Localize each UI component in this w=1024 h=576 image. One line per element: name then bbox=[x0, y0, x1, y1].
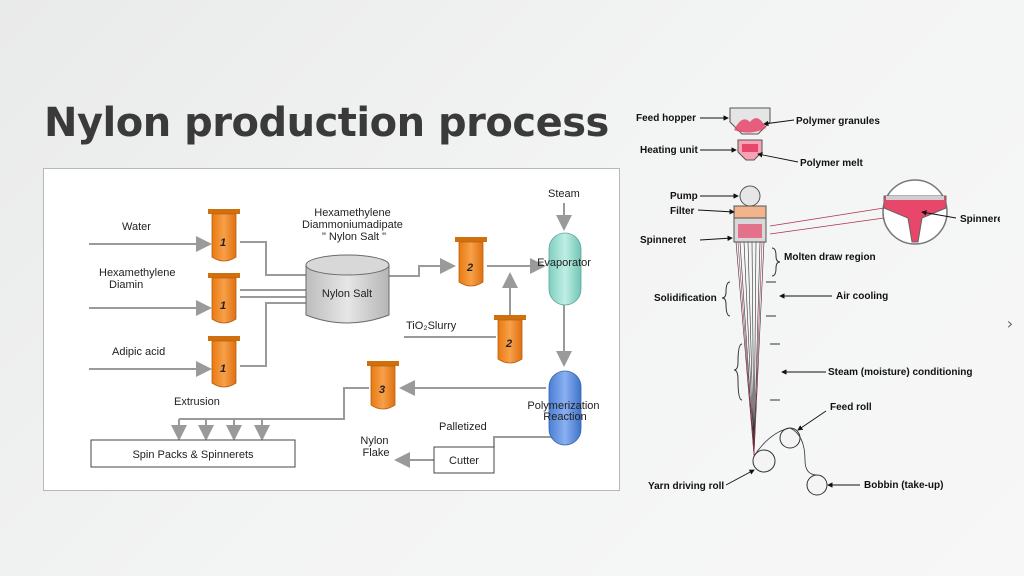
extrusion-label: Extrusion bbox=[174, 396, 220, 408]
input-diamin-label: Hexamethylene Diamin bbox=[99, 267, 179, 291]
chevron-right-icon[interactable]: › bbox=[1006, 314, 1014, 333]
steam-label: Steam bbox=[548, 188, 580, 200]
pump-label: Pump bbox=[670, 191, 698, 202]
rolls bbox=[752, 427, 828, 496]
tank-2-label: 2 bbox=[466, 262, 473, 274]
polymerization-label: Polymerization Reaction bbox=[527, 400, 602, 423]
filaments bbox=[735, 241, 765, 456]
nylon-flake-label: Nylon Flake bbox=[360, 435, 391, 459]
evaporator-vessel: Evaporator bbox=[537, 232, 591, 306]
next-slide-button[interactable]: › bbox=[1000, 312, 1020, 336]
evaporator-label: Evaporator bbox=[537, 257, 591, 269]
tank-1-water: 1 bbox=[208, 209, 240, 262]
polymer-melt-label: Polymer melt bbox=[800, 158, 863, 169]
steam-conditioning-label: Steam (moisture) conditioning bbox=[828, 367, 972, 378]
tank-1-label: 1 bbox=[220, 363, 226, 375]
cutter-label: Cutter bbox=[449, 455, 479, 467]
polymerization-line1: Polymerization bbox=[527, 400, 599, 412]
input-water-label: Water bbox=[122, 221, 151, 233]
tank-1-label: 1 bbox=[220, 237, 226, 249]
salt-caption-line2: Diammoniumadipate bbox=[302, 219, 403, 231]
yarn-driving-roll-label: Yarn driving roll bbox=[648, 481, 724, 492]
input-diamin-line2: Diamin bbox=[109, 279, 143, 291]
spinneret-detail-label: Spinneret bbox=[960, 214, 1000, 225]
nylon-flake-line1: Nylon bbox=[360, 435, 388, 447]
process-flow-diagram: Water Hexamethylene Diamin Adipic acid 1… bbox=[43, 168, 620, 491]
bobbin-circle bbox=[806, 474, 828, 496]
yarn-driving-roll-circle bbox=[752, 449, 776, 473]
spin-packs-label: Spin Packs & Spinnerets bbox=[132, 449, 254, 461]
tank-1-adipic: 1 bbox=[208, 336, 240, 388]
bobbin-label: Bobbin (take-up) bbox=[864, 480, 943, 491]
nylon-salt-vessel: Nylon Salt bbox=[305, 254, 390, 324]
salt-caption-line3: " Nylon Salt " bbox=[322, 231, 386, 243]
cutter-box: Cutter bbox=[433, 446, 495, 474]
nylon-salt-label: Nylon Salt bbox=[322, 288, 372, 300]
tank-2-label: 2 bbox=[505, 338, 512, 350]
heating-unit bbox=[737, 139, 763, 161]
pump-circle bbox=[739, 185, 761, 207]
spinneret-label: Spinneret bbox=[640, 235, 687, 246]
melt-spinning-diagram: Feed hopper Polymer granules Heating uni… bbox=[630, 100, 1000, 520]
nylon-flake-line2: Flake bbox=[363, 447, 390, 459]
polymerization-line2: Reaction bbox=[543, 411, 586, 423]
air-cooling-label: Air cooling bbox=[836, 291, 888, 302]
palletized-label: Palletized bbox=[439, 421, 487, 433]
input-diamin-line1: Hexamethylene bbox=[99, 267, 175, 279]
polymer-granules-label: Polymer granules bbox=[796, 116, 880, 127]
heating-unit-label: Heating unit bbox=[640, 145, 698, 156]
feed-hopper bbox=[729, 107, 771, 135]
solidification-label: Solidification bbox=[654, 293, 717, 304]
filter-label: Filter bbox=[670, 206, 695, 217]
tank-2-top: 2 bbox=[455, 237, 487, 287]
filter-spinneret-block bbox=[733, 205, 767, 243]
feed-hopper-label: Feed hopper bbox=[636, 113, 696, 124]
tank-3-label: 3 bbox=[379, 384, 385, 396]
feed-roll-label: Feed roll bbox=[830, 402, 872, 413]
input-adipic-label: Adipic acid bbox=[112, 346, 165, 358]
tank-2-tio2: 2 bbox=[494, 315, 526, 364]
feed-roll-circle bbox=[779, 427, 801, 449]
page-title: Nylon production process bbox=[44, 100, 609, 146]
polymerization-vessel: Polymerization Reaction bbox=[527, 370, 602, 446]
salt-caption-line1: Hexamethylene bbox=[314, 207, 390, 219]
spin-packs-box: Spin Packs & Spinnerets bbox=[90, 439, 296, 468]
salt-caption: Hexamethylene Diammoniumadipate " Nylon … bbox=[302, 207, 406, 243]
tio2-label: TiO₂Slurry bbox=[406, 320, 457, 332]
tank-1-diamin: 1 bbox=[208, 273, 240, 324]
molten-draw-label: Molten draw region bbox=[784, 252, 876, 263]
tank-3: 3 bbox=[367, 361, 399, 410]
tank-1-label: 1 bbox=[220, 300, 226, 312]
spinneret-detail bbox=[882, 179, 948, 245]
